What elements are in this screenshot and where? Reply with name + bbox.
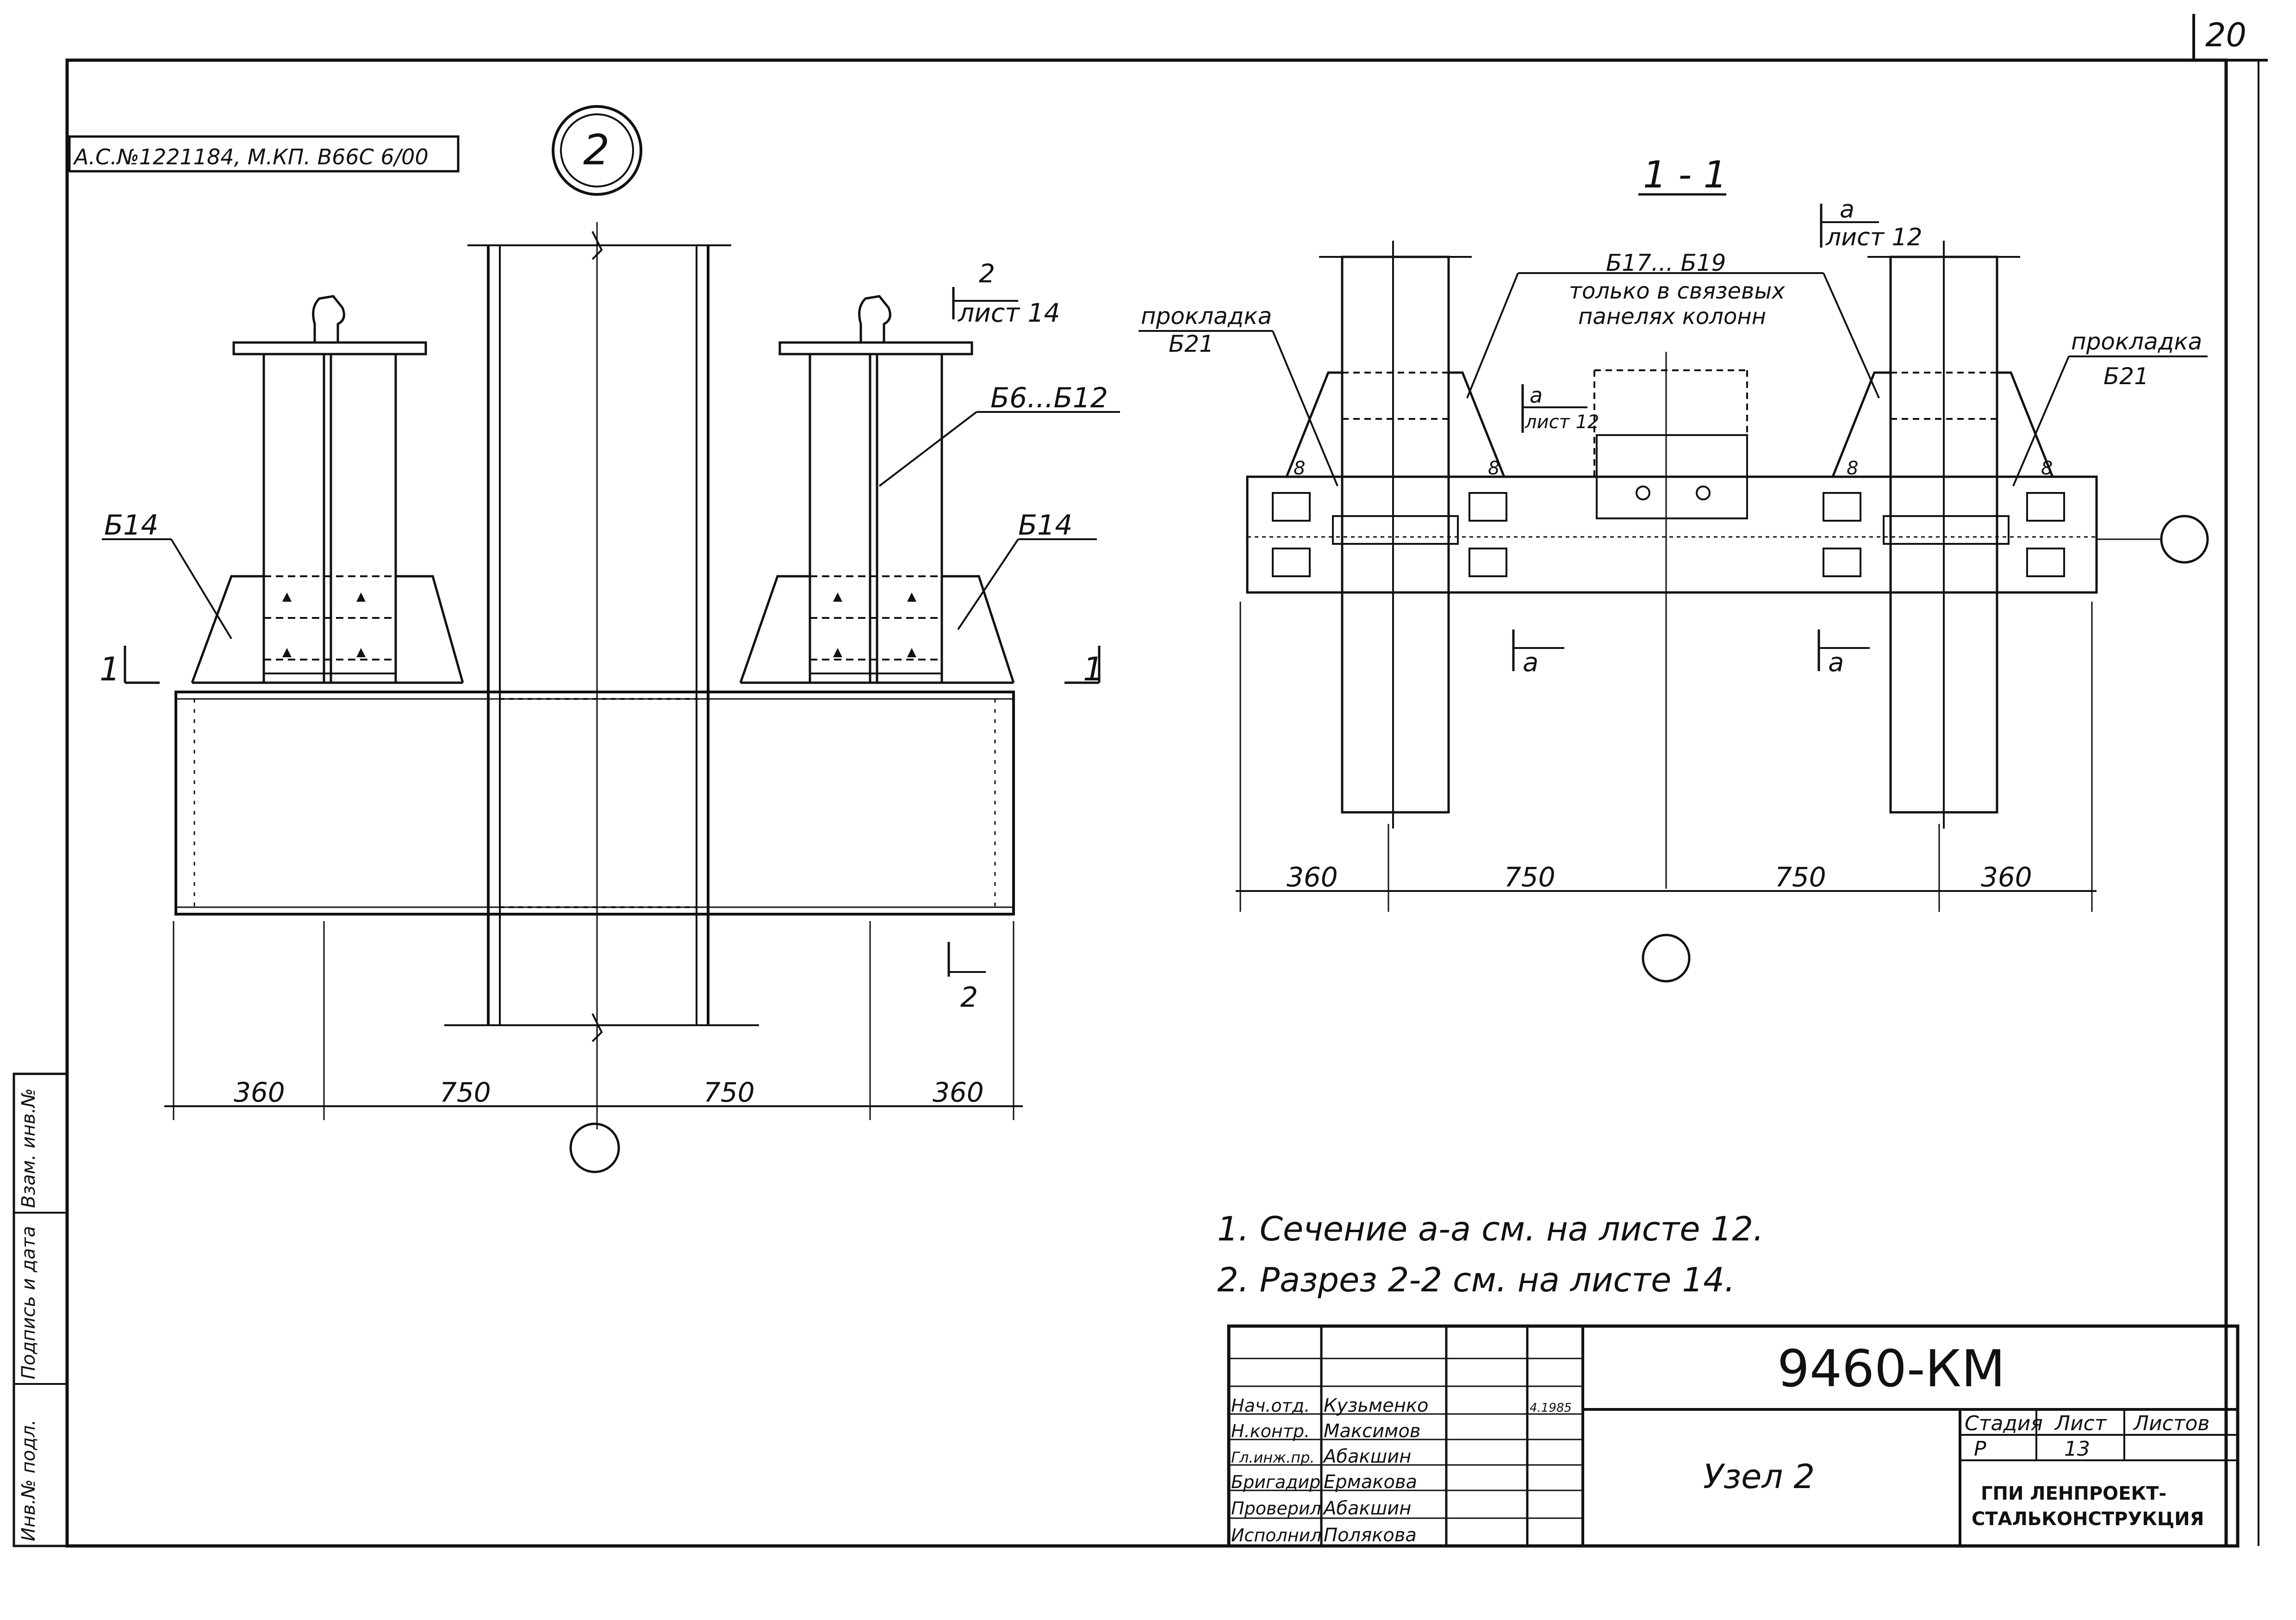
stamp-replace-inv: Взам. инв.№ (18, 1088, 39, 1208)
label-b6-b12: Б6...Б12 (990, 382, 1108, 414)
node-circle-inner (560, 113, 634, 187)
section-dim-4: 360 (1981, 861, 2032, 893)
margin-stamp: Инв.№ подл. Подпись и дата Взам. инв.№ (12, 1072, 68, 1547)
spacer-right-2: Б21 (2103, 363, 2149, 390)
weld-mark-2: 8 (1488, 458, 1500, 479)
section-dim-1: 360 (1287, 861, 1338, 893)
role-2: Н.контр. (1231, 1421, 1310, 1441)
weld-mark-3: 8 (1847, 458, 1858, 479)
organization-line-1: ГПИ ЛЕНПРОЕКТ- (1981, 1483, 2166, 1504)
weld-mark-1: 8 (1294, 458, 1305, 479)
section-title: 1 - 1 (1643, 153, 1727, 196)
section-view (1139, 193, 2209, 983)
section-dim-3: 750 (1775, 861, 1826, 893)
ref-2-number: 2 (979, 259, 995, 288)
left-dim-1: 360 (234, 1077, 285, 1108)
cut-mark-right: 1 (1083, 650, 1104, 688)
reference-text: А.С.№1221184, М.КП. В66С 6/00 (73, 144, 429, 169)
role-4: Бригадир (1231, 1472, 1320, 1492)
title-block-title: Узел 2 (1703, 1457, 1815, 1496)
ref-2-sheet: лист 14 (958, 298, 1060, 328)
name-1: Кузьменко (1324, 1395, 1428, 1416)
section-mark-bottom: 2 (960, 981, 978, 1014)
left-dim-2: 750 (440, 1077, 491, 1108)
name-6: Полякова (1324, 1525, 1417, 1546)
organization-line-2: СТАЛЬКОНСТРУКЦИЯ (1972, 1508, 2204, 1530)
spacer-left-2: Б21 (1169, 330, 1214, 357)
node-label: 2 (583, 126, 610, 174)
left-dim-3: 750 (703, 1077, 755, 1108)
stage-header: Стадия (1965, 1412, 2043, 1435)
title-block-code: 9460-КМ (1777, 1339, 2005, 1398)
cut-mark-left: 1 (100, 650, 120, 688)
spacer-left-1: прокладка (1141, 303, 1272, 330)
role-3: Гл.инж.пр. (1231, 1449, 1315, 1466)
page-number: 20 (2205, 16, 2246, 54)
section-a-left: a (1523, 648, 1538, 678)
section-a-right: a (1828, 648, 1844, 678)
ref-a-mid-letter: a (1530, 383, 1543, 408)
node-circle-outer (552, 105, 642, 196)
approval-date: 4.1985 (1530, 1401, 1572, 1415)
stage-value: Р (1974, 1437, 1986, 1461)
label-b17-note-2: панелях колонн (1578, 304, 1766, 330)
sheet-header: Лист (2054, 1412, 2107, 1435)
weld-mark-4: 8 (2041, 458, 2053, 479)
left-dim-4: 360 (933, 1077, 984, 1108)
title-block (1227, 1324, 2240, 1548)
stamp-signature-date: Подпись и дата (18, 1226, 39, 1379)
name-2: Максимов (1324, 1421, 1420, 1442)
reference-box (68, 135, 460, 173)
label-b17-b19: Б17... Б19 (1606, 249, 1726, 276)
label-b14-right: Б14 (1018, 509, 1073, 542)
note-2: 2. Разрез 2-2 см. на листе 14. (1217, 1260, 1735, 1299)
label-b17-note-1: только в связевых (1569, 278, 1785, 304)
role-5: Проверил (1231, 1498, 1321, 1519)
sheets-header: Листов (2133, 1412, 2209, 1435)
sheet-frame (65, 14, 2268, 1548)
spacer-right-1: прокладка (2071, 328, 2202, 355)
ref-a-top-sheet: лист 12 (1825, 224, 1923, 251)
role-1: Нач.отд. (1231, 1396, 1310, 1416)
role-6: Исполнил (1231, 1525, 1322, 1545)
sheet-value: 13 (2064, 1437, 2090, 1461)
ref-a-top-letter: a (1840, 196, 1854, 224)
ref-a-mid-sheet: лист 12 (1524, 411, 1599, 433)
name-4: Ермакова (1324, 1471, 1417, 1493)
name-5: Абакшин (1322, 1498, 1411, 1519)
name-3: Абакшин (1322, 1446, 1411, 1467)
section-dim-2: 750 (1504, 861, 1556, 893)
label-b14-left: Б14 (104, 509, 159, 542)
note-1: 1. Сечение а-а см. на листе 12. (1217, 1209, 1764, 1248)
left-view (102, 222, 1120, 1173)
stamp-inv-podl: Инв.№ подл. (18, 1420, 39, 1541)
